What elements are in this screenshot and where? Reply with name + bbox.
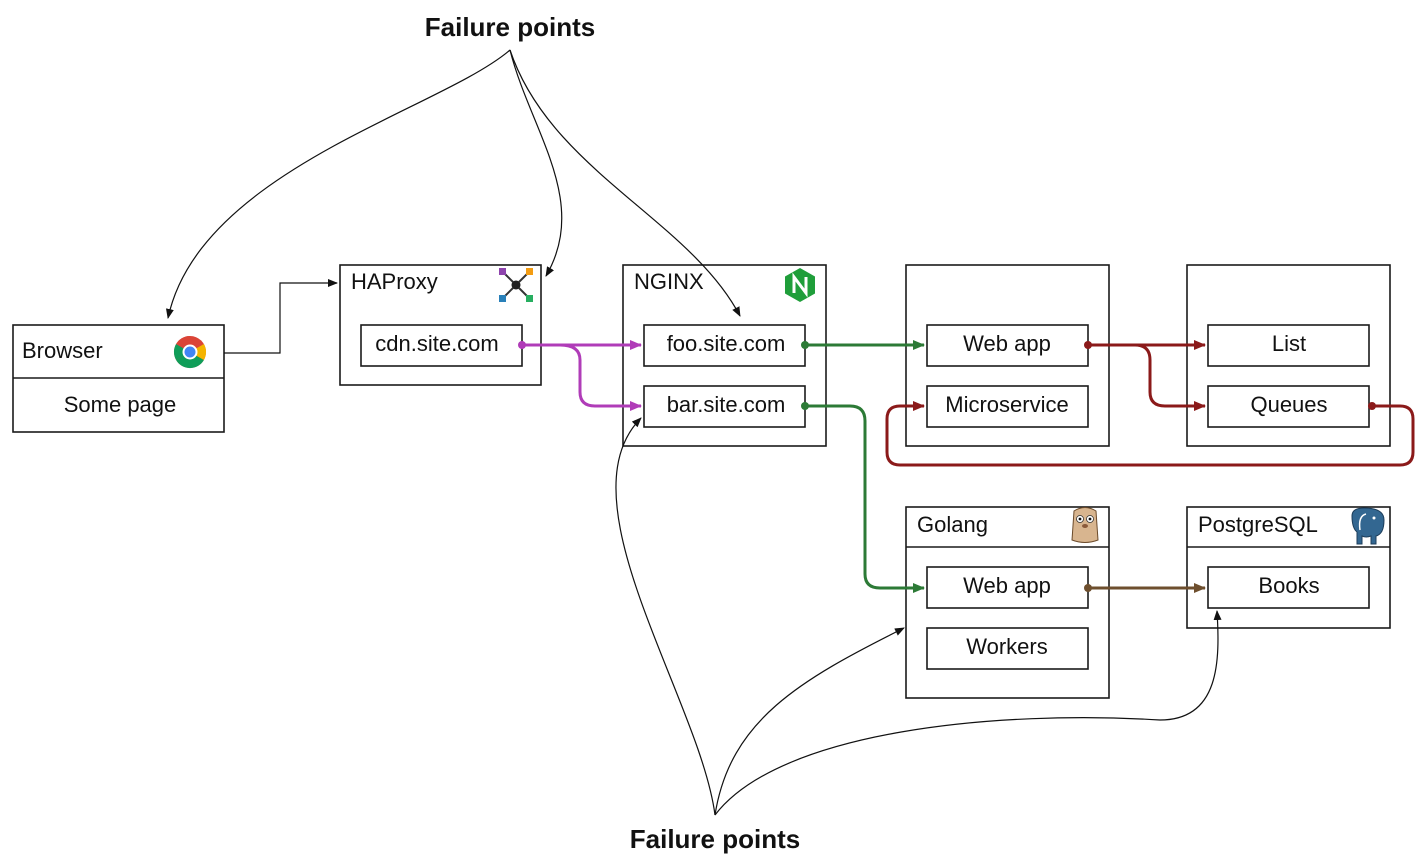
failure-pointer-postgresql (714, 610, 1222, 816)
postgresql-node: PostgreSQL Books (1186, 506, 1391, 629)
browser-title: Browser (22, 338, 103, 363)
postgresql-books-label: Books (1258, 573, 1319, 598)
webapp-to-queues-connector (1134, 343, 1206, 411)
bottom-failure-point-pointers (615, 417, 1222, 816)
storage-list-box (1207, 324, 1370, 367)
chrome-icon (173, 335, 207, 369)
webapp-links (885, 340, 1415, 467)
nginx-foo-host-label: foo.site.com (667, 331, 786, 356)
nginx-bar-host-box (643, 385, 806, 428)
postgresql-books-box (1207, 566, 1370, 609)
app-server-webapp-label: Web app (963, 331, 1051, 356)
postgresql-title: PostgreSQL (1198, 512, 1318, 537)
browser-node: Browser Some page (12, 324, 225, 433)
failure-pointer-golang (714, 627, 905, 816)
haproxy-links (518, 340, 642, 411)
golang-title: Golang (917, 512, 988, 537)
failure-pointer-bar-host (615, 417, 716, 816)
app-server-node: Web app Microservice (905, 264, 1110, 447)
nginx-title: NGINX (634, 269, 704, 294)
browser-to-haproxy-connector (224, 279, 338, 354)
golang-webapp-label: Web app (963, 573, 1051, 598)
golang-workers-label: Workers (966, 634, 1048, 659)
nginx-logo-icon (785, 268, 815, 302)
storage-node: List Queues (1186, 264, 1391, 447)
haproxy-host-label: cdn.site.com (375, 331, 499, 356)
golang-webapp-box (926, 566, 1089, 609)
bar-to-golang-webapp-connector (805, 404, 925, 593)
golang-node: Golang Web app Workers (905, 506, 1110, 699)
app-server-microservice-box (926, 385, 1089, 428)
nginx-bar-host-label: bar.site.com (667, 392, 786, 417)
app-server-microservice-label: Microservice (945, 392, 1068, 417)
nginx-node: NGINX foo.site.com bar.site.com (622, 264, 827, 447)
nginx-links (801, 340, 925, 593)
haproxy-logo-icon (499, 268, 533, 302)
app-server-webapp-box (926, 324, 1089, 367)
nginx-foo-host-box (643, 324, 806, 367)
top-failure-point-pointers (166, 49, 741, 319)
storage-queues-box (1207, 385, 1370, 428)
failure-pointer-browser (166, 49, 511, 319)
haproxy-node: HAProxy cdn.site.com (339, 264, 542, 386)
failure-pointer-nginx (509, 49, 741, 317)
queues-to-microservice-connector (885, 401, 1415, 467)
bottom-failure-points-heading: Failure points (630, 824, 800, 854)
top-failure-points-heading: Failure points (425, 12, 595, 42)
golang-workers-box (926, 627, 1089, 670)
failure-pointer-haproxy (509, 49, 563, 277)
storage-list-label: List (1272, 331, 1306, 356)
elephant-icon (1351, 507, 1385, 545)
haproxy-title: HAProxy (351, 269, 438, 294)
golang-links (1084, 583, 1206, 593)
browser-page-label: Some page (64, 392, 177, 417)
gopher-icon (1071, 507, 1099, 543)
haproxy-to-bar-connector (559, 343, 642, 411)
storage-queues-label: Queues (1250, 392, 1327, 417)
